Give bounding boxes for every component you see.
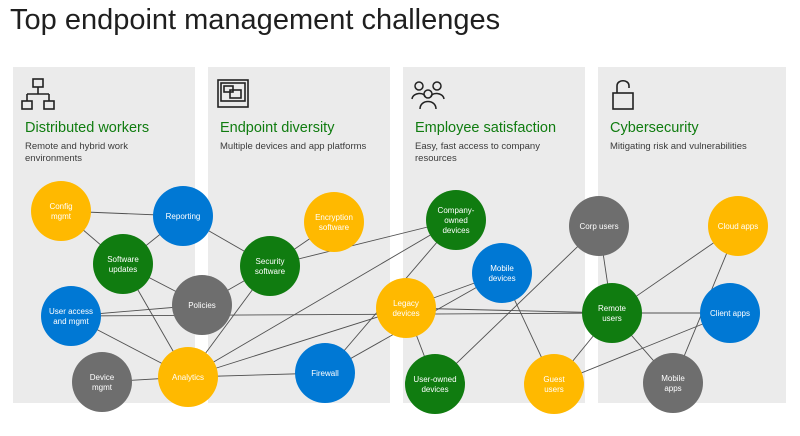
node-label: devices: [392, 309, 419, 318]
node-cloud: Cloud apps: [708, 196, 768, 256]
node-circle: [93, 234, 153, 294]
node-label: Mobile: [490, 264, 514, 273]
node-circle: [643, 353, 703, 413]
node-circle: [708, 196, 768, 256]
node-label: Analytics: [172, 373, 204, 382]
node-label: Cloud apps: [718, 222, 758, 231]
connector-analytics-legacy: [187, 307, 407, 378]
node-circle: [524, 354, 584, 414]
connector-legacy-remote: [405, 307, 613, 314]
node-firewall: Firewall: [295, 343, 355, 403]
node-label: users: [602, 314, 622, 323]
node-label: Reporting: [166, 212, 201, 221]
node-reporting: Reporting: [153, 186, 213, 246]
node-label: User access: [49, 307, 93, 316]
panel-title: Endpoint diversity: [220, 120, 335, 136]
node-label: apps: [664, 384, 681, 393]
node-label: mgmt: [51, 212, 72, 221]
connector-useraccess-remote: [70, 312, 613, 317]
node-label: users: [544, 385, 564, 394]
hierarchy-icon: [21, 78, 55, 110]
node-circle: [240, 236, 300, 296]
node-label: Software: [107, 255, 139, 264]
node-circle: [376, 278, 436, 338]
node-circle: [426, 190, 486, 250]
node-label: Mobile: [661, 374, 685, 383]
node-label: owned: [444, 216, 468, 225]
node-corp: Corp users: [569, 196, 629, 256]
node-circle: [158, 347, 218, 407]
node-circle: [700, 283, 760, 343]
node-label: Company-: [438, 206, 475, 215]
node-policies: Policies: [172, 275, 232, 335]
connector-analytics-company: [187, 219, 457, 378]
node-label: Config: [49, 202, 72, 211]
people-icon: [411, 81, 445, 110]
node-label: updates: [109, 265, 137, 274]
panel-title: Distributed workers: [25, 120, 150, 136]
node-circle: [172, 275, 232, 335]
panel-title: Cybersecurity: [610, 120, 699, 136]
node-label: software: [255, 267, 286, 276]
node-label: devices: [442, 226, 469, 235]
node-label: Guest: [543, 375, 565, 384]
devices-icon: [217, 79, 249, 108]
node-label: Legacy: [393, 299, 419, 308]
panel-description: Mitigating risk and vulnerabilities: [610, 141, 747, 152]
node-circle: [41, 286, 101, 346]
node-circle: [31, 181, 91, 241]
panel-title: Employee satisfaction: [415, 120, 557, 136]
connector-security-company: [269, 219, 457, 267]
node-analytics: Analytics: [158, 347, 218, 407]
node-label: Firewall: [311, 369, 339, 378]
node-label: Corp users: [579, 222, 618, 231]
node-label: Remote: [598, 304, 627, 313]
panel-description: Remote and hybrid work environments: [25, 141, 128, 164]
panel-description: Easy, fast access to company resources: [415, 141, 540, 164]
node-circle: [295, 343, 355, 403]
node-label: mgmt: [92, 383, 113, 392]
connector-guest-client: [553, 312, 731, 385]
padlock-icon: [612, 79, 634, 110]
node-label: devices: [488, 274, 515, 283]
node-label: Policies: [188, 301, 216, 310]
node-label: Client apps: [710, 309, 750, 318]
node-circle: [405, 354, 465, 414]
node-label: User-owned: [413, 375, 456, 384]
node-circle: [472, 243, 532, 303]
node-circle: [304, 192, 364, 252]
node-client: Client apps: [700, 283, 760, 343]
node-circle: [72, 352, 132, 412]
node-circle: [153, 186, 213, 246]
node-label: devices: [421, 385, 448, 394]
node-label: software: [319, 223, 350, 232]
node-label: and mgmt: [53, 317, 89, 326]
node-label: Device: [90, 373, 115, 382]
node-circle: [582, 283, 642, 343]
page-title: Top endpoint management challenges: [10, 4, 501, 36]
panel-description: Multiple devices and app platforms: [220, 141, 367, 152]
node-circle: [569, 196, 629, 256]
node-label: Encryption: [315, 213, 353, 222]
node-label: Security: [256, 257, 285, 266]
